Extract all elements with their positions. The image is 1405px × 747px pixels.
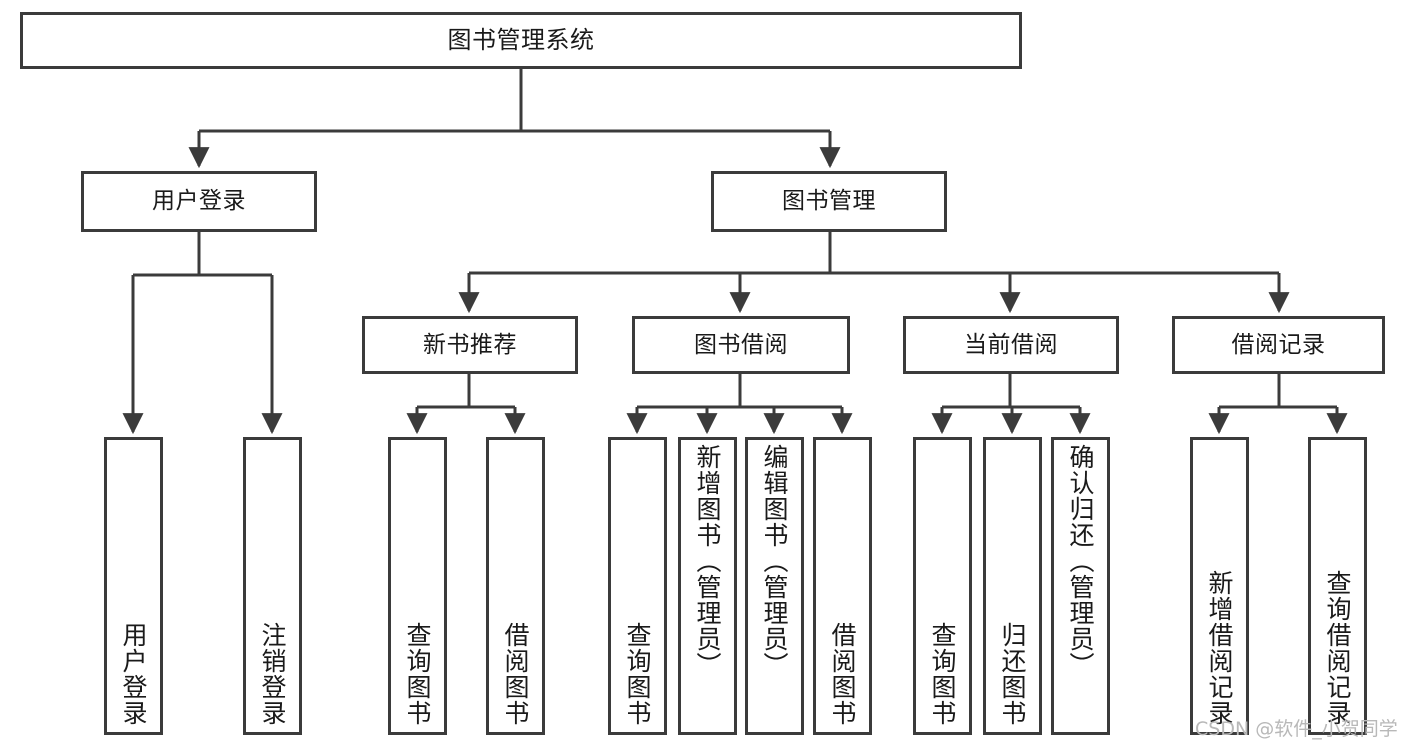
node-leaf-cb-return[interactable]: 归还图书 — [983, 437, 1042, 735]
node-leaf-bb-edit-label: 编辑图书（管理员） — [760, 444, 789, 678]
node-new-book-rec-label: 新书推荐 — [423, 331, 517, 358]
node-current-borrow[interactable]: 当前借阅 — [903, 316, 1119, 374]
node-leaf-bb-add-label: 新增图书（管理员） — [693, 444, 722, 678]
node-leaf-bb-query-label: 查询图书 — [623, 622, 652, 726]
node-book-borrow[interactable]: 图书借阅 — [632, 316, 850, 374]
node-leaf-bb-borrow-label: 借阅图书 — [828, 622, 857, 726]
node-leaf-cb-confirm[interactable]: 确认归还（管理员） — [1051, 437, 1110, 735]
node-current-borrow-label: 当前借阅 — [964, 331, 1058, 358]
node-leaf-br-query[interactable]: 查询借阅记录 — [1308, 437, 1367, 735]
node-book-manage-label: 图书管理 — [782, 188, 876, 215]
node-borrow-record-label: 借阅记录 — [1231, 331, 1326, 358]
node-leaf-rec-borrow-label: 借阅图书 — [501, 622, 530, 726]
node-leaf-bb-add[interactable]: 新增图书（管理员） — [678, 437, 737, 735]
node-user-login-label: 用户登录 — [152, 188, 246, 215]
node-new-book-rec[interactable]: 新书推荐 — [362, 316, 578, 374]
node-leaf-cb-confirm-label: 确认归还（管理员） — [1066, 444, 1095, 678]
node-leaf-cb-query-label: 查询图书 — [928, 622, 957, 726]
node-leaf-user-login[interactable]: 用户登录 — [104, 437, 163, 735]
node-leaf-logout-label: 注销登录 — [258, 622, 287, 726]
node-leaf-logout[interactable]: 注销登录 — [243, 437, 302, 735]
node-leaf-bb-query[interactable]: 查询图书 — [608, 437, 667, 735]
node-leaf-br-query-label: 查询借阅记录 — [1323, 570, 1352, 726]
node-leaf-br-add[interactable]: 新增借阅记录 — [1190, 437, 1249, 735]
node-leaf-rec-query[interactable]: 查询图书 — [388, 437, 447, 735]
node-leaf-cb-return-label: 归还图书 — [998, 622, 1027, 726]
node-root[interactable]: 图书管理系统 — [20, 12, 1022, 69]
node-leaf-rec-borrow[interactable]: 借阅图书 — [486, 437, 545, 735]
node-leaf-rec-query-label: 查询图书 — [403, 622, 432, 726]
node-user-login[interactable]: 用户登录 — [81, 171, 317, 232]
node-borrow-record[interactable]: 借阅记录 — [1172, 316, 1385, 374]
node-leaf-bb-borrow[interactable]: 借阅图书 — [813, 437, 872, 735]
node-leaf-user-login-label: 用户登录 — [119, 622, 148, 726]
csdn-watermark: CSDN @软件_小贺同学 — [1195, 718, 1398, 740]
node-leaf-cb-query[interactable]: 查询图书 — [913, 437, 972, 735]
node-book-borrow-label: 图书借阅 — [694, 331, 788, 358]
node-leaf-br-add-label: 新增借阅记录 — [1205, 570, 1234, 726]
node-book-manage[interactable]: 图书管理 — [711, 171, 947, 232]
node-root-label: 图书管理系统 — [447, 25, 595, 54]
node-leaf-bb-edit[interactable]: 编辑图书（管理员） — [745, 437, 804, 735]
